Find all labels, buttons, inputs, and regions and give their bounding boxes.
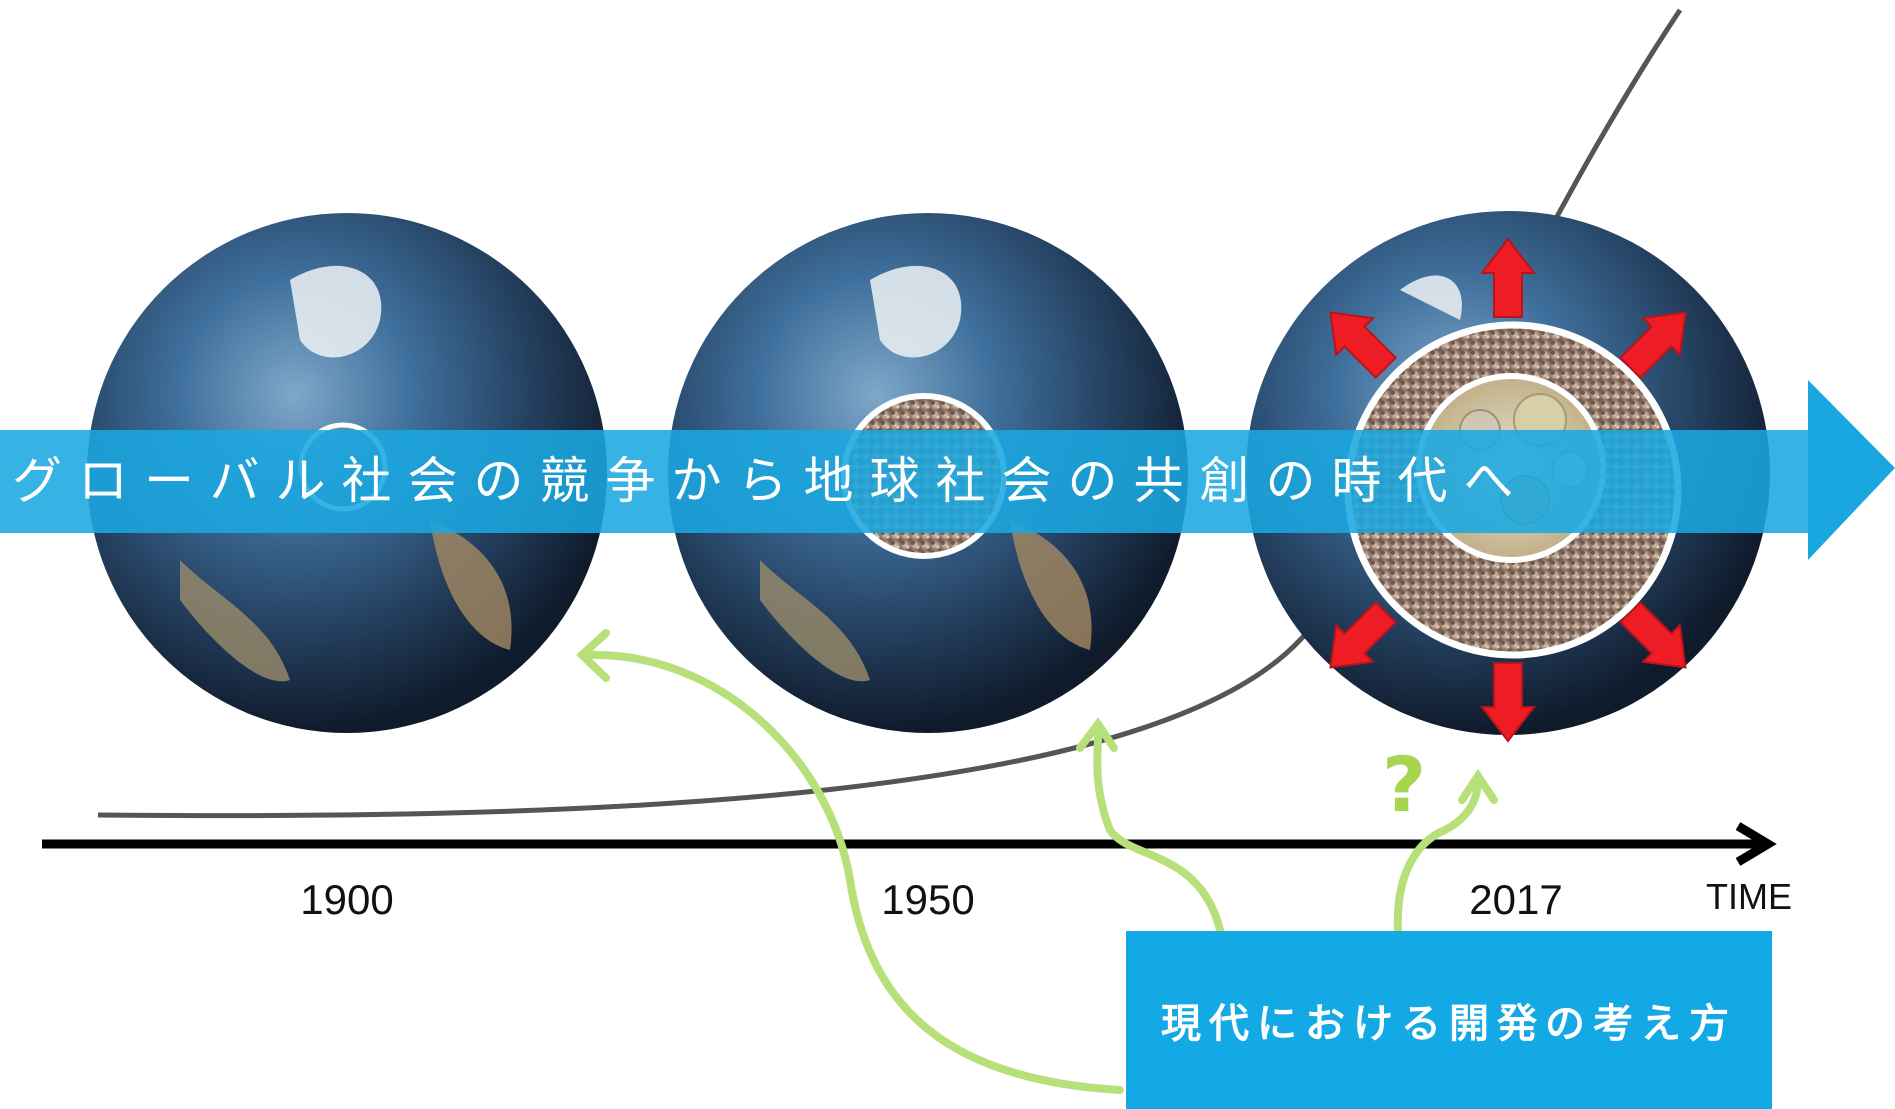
time-axis — [42, 822, 1777, 866]
expansion-arrows — [1329, 237, 1687, 743]
green-arrow-to-1950 — [1093, 724, 1224, 934]
banner-arrow — [0, 380, 1895, 560]
expansion-arrow-up-right — [1619, 311, 1687, 379]
question-mark: ? — [1382, 740, 1427, 829]
concept-box: 現代における開発の考え方 — [1126, 931, 1772, 1109]
year-label-1900: 1900 — [300, 876, 394, 923]
green-arrow-to-2017 — [1393, 776, 1482, 936]
expansion-arrow-down — [1479, 662, 1537, 743]
concept-box-text: 現代における開発の考え方 — [1161, 1001, 1737, 1047]
year-label-2017: 2017 — [1469, 876, 1563, 923]
green-arrows — [576, 629, 1498, 1094]
year-label-1950: 1950 — [881, 876, 975, 923]
expansion-arrow-up-left — [1329, 311, 1397, 379]
time-axis-label: TIME — [1706, 876, 1792, 917]
expansion-arrow-down-right — [1619, 601, 1687, 669]
green-arrow-to-1900 — [581, 650, 1124, 1094]
expansion-arrow-up — [1479, 237, 1537, 318]
expansion-arrow-down-left — [1329, 601, 1397, 669]
banner-text: グローバル社会の競争から地球社会の共創の時代へ — [12, 452, 1530, 510]
